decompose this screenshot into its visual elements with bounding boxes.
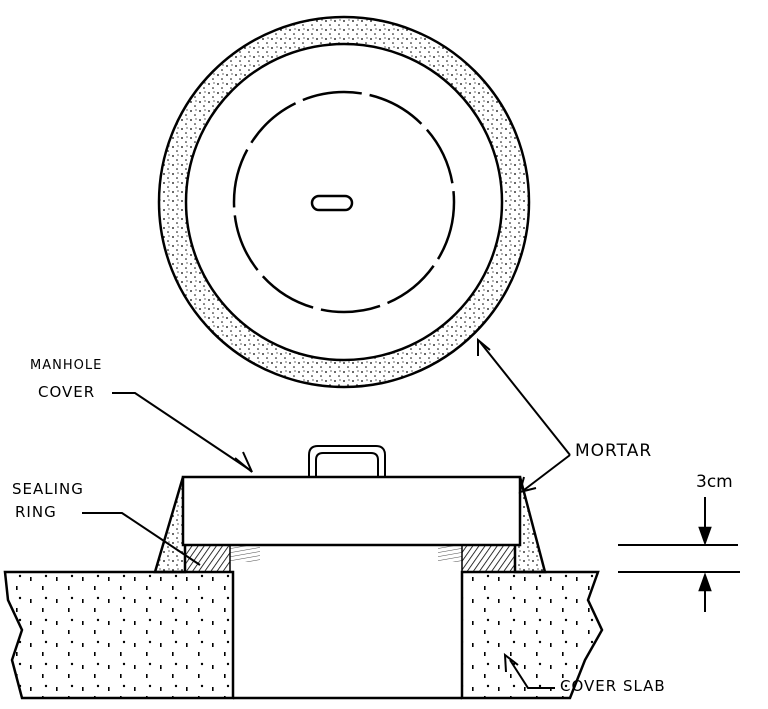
mortar-left: [153, 476, 187, 574]
plan-view-ring: [157, 15, 531, 389]
manhole-cover-label-2: COVER: [38, 383, 96, 401]
cover-slab-left: [3, 570, 235, 700]
manhole-cover-label-1: MANHOLE: [30, 358, 103, 373]
mortar-label: MORTAR: [575, 441, 653, 461]
cover-slab-label: COVER SLAB: [560, 677, 666, 695]
sealing-ring-label-2: RING: [15, 503, 57, 521]
cover-slab-right: [460, 570, 604, 700]
sealing-ring-label-1: SEALING: [12, 480, 84, 498]
sealing-ring-right: [461, 544, 516, 573]
cover-handle: [308, 445, 386, 477]
dimension-label: 3cm: [696, 472, 733, 492]
manhole-cover: [181, 475, 522, 547]
